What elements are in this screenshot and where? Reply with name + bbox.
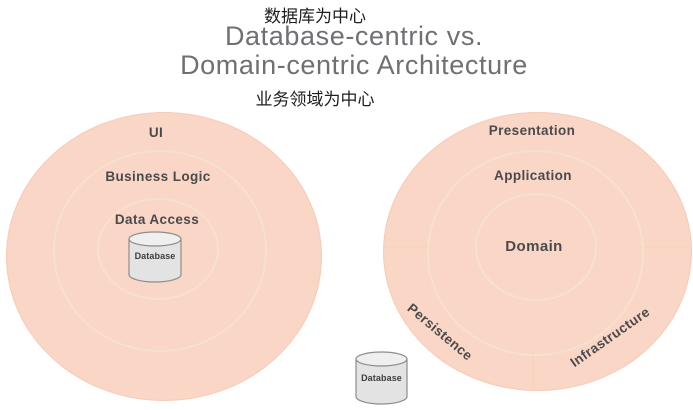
page-title: Database-centric vs. Domain-centric Arch…: [180, 22, 528, 80]
right-database-cylinder: Database: [355, 351, 408, 405]
database-cylinder-icon: [128, 231, 182, 283]
page-title-line1: Database-centric vs.: [224, 21, 484, 51]
domain-centric-cn-label: 业务领域为中心: [255, 90, 375, 109]
database-centric-cn-label: 数据库为中心: [264, 7, 366, 26]
right-divider-left: [384, 246, 428, 248]
right-ring-label-domain: Domain: [505, 238, 563, 255]
right-ring-label-presentation: Presentation: [488, 123, 576, 138]
page-title-line2: Domain-centric Architecture: [180, 50, 528, 80]
left-database-cylinder: Database: [128, 231, 182, 283]
right-middle-circle: [427, 150, 644, 356]
database-cylinder-icon: [355, 351, 408, 405]
left-database-label: Database: [134, 251, 176, 261]
left-middle-circle: [53, 150, 267, 352]
left-ring-label-ui: UI: [148, 125, 164, 140]
domain-centric-diagram: Presentation Application Domain Persiste…: [383, 112, 692, 391]
right-ring-label-application: Application: [494, 168, 572, 183]
left-inner-circle: [97, 198, 219, 300]
right-database-label: Database: [361, 373, 402, 383]
left-ring-label-business-logic: Business Logic: [105, 169, 211, 184]
right-divider-bottom: [532, 351, 534, 388]
left-ring-label-data-access: Data Access: [114, 212, 200, 227]
right-divider-right: [639, 246, 688, 248]
right-inner-circle: [475, 193, 597, 301]
